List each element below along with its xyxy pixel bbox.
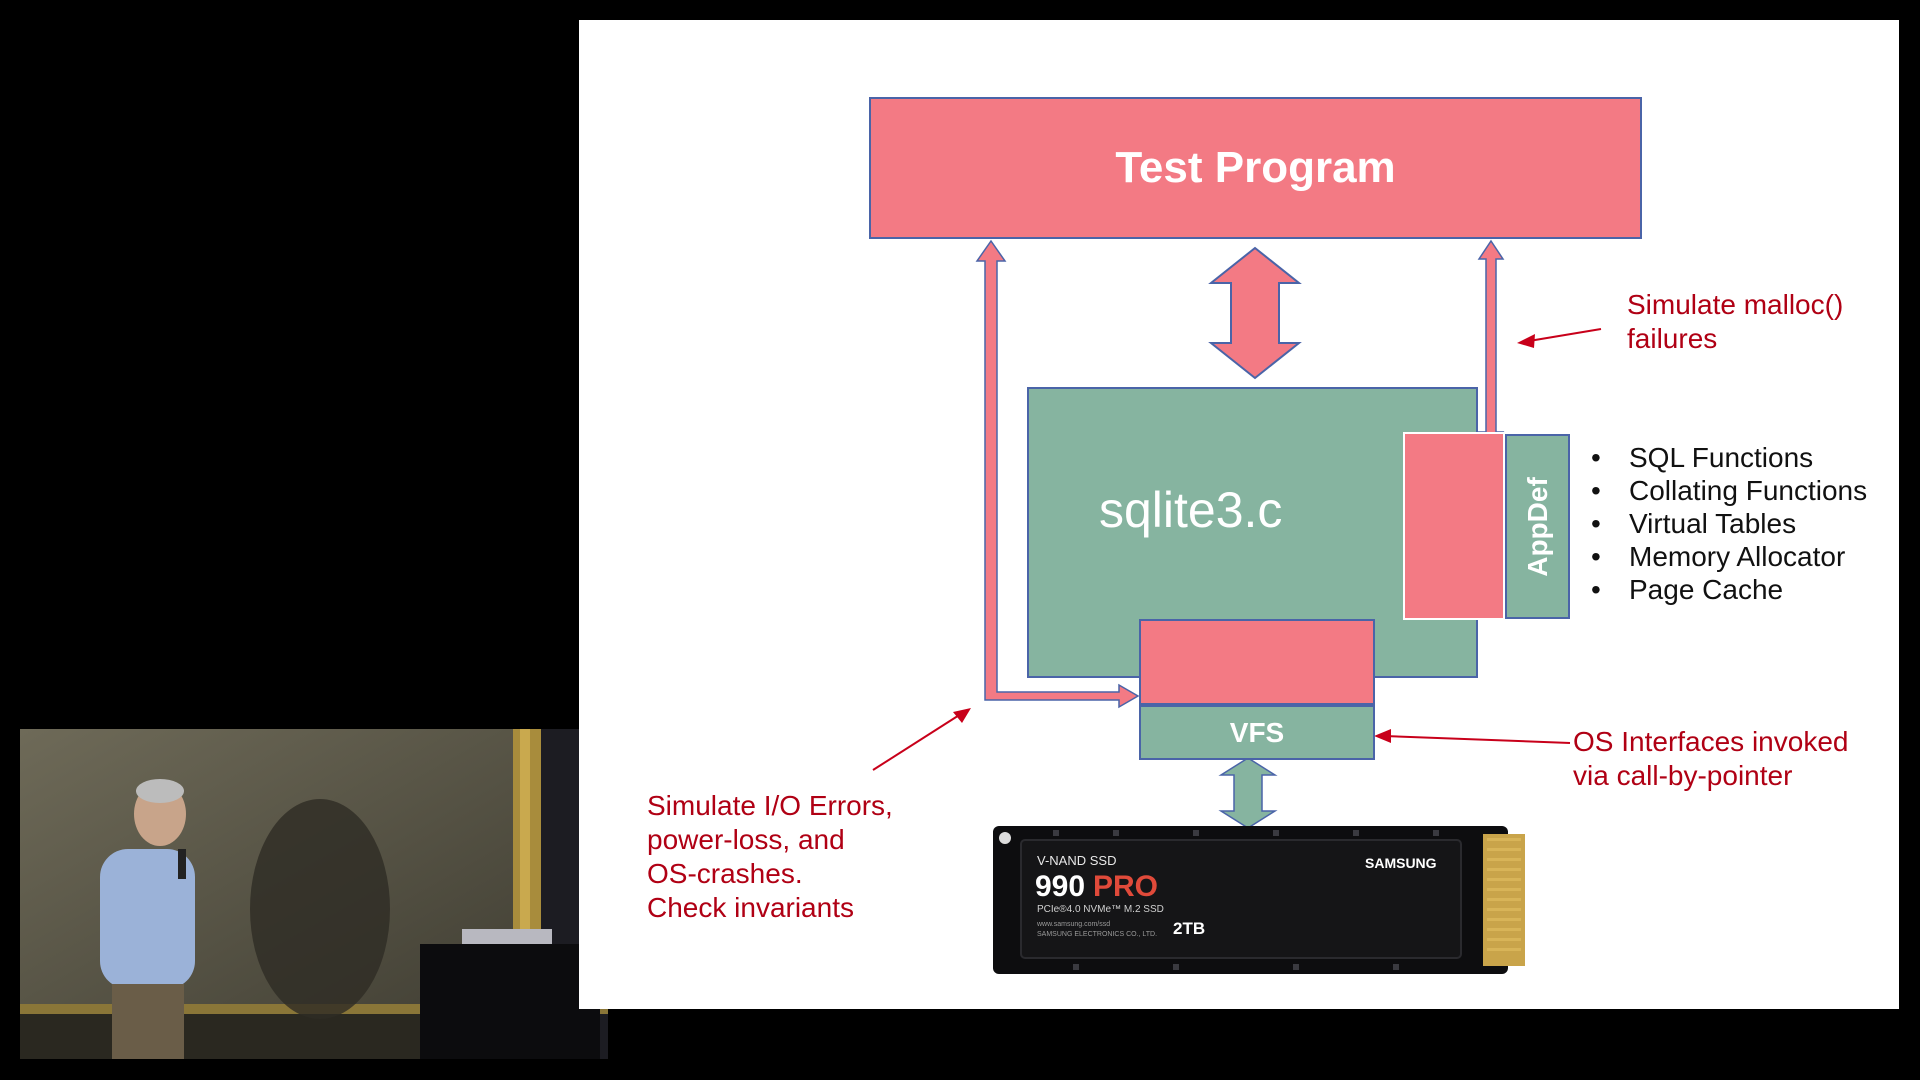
diagram-arrows: [872, 239, 1602, 829]
ssd-company-label: SAMSUNG ELECTRONICS CO., LTD.: [1037, 931, 1157, 938]
io-note-line: OS-crashes.: [647, 858, 803, 889]
appdef-bullet-list: • SQL Functions • Collating Functions • Vir…: [1591, 441, 1867, 606]
bullet-dot: •: [1591, 442, 1601, 473]
io-errors-note: Simulate I/O Errors, power-loss, and OS-…: [647, 789, 893, 925]
malloc-note: Simulate malloc() failures: [1627, 288, 1843, 356]
test-program-label: Test Program: [1115, 143, 1396, 192]
bullet-dot: •: [1591, 475, 1601, 506]
bullet-item: • Virtual Tables: [1591, 507, 1867, 540]
bullet-text: SQL Functions: [1629, 442, 1814, 473]
appdef-box: AppDef: [1505, 434, 1570, 619]
bullet-item: • Page Cache: [1591, 573, 1867, 606]
io-note-line: Simulate I/O Errors,: [647, 790, 893, 821]
ssd-image: V-NAND SSD 990 PRO PCIe®4.0 NVMe™ M.2 SS…: [993, 826, 1525, 974]
os-note-line: via call-by-pointer: [1573, 760, 1793, 791]
bullet-text: Collating Functions: [1629, 475, 1868, 506]
ssd-vnand-label: V-NAND SSD: [1037, 853, 1116, 868]
ssd-brand-label: SAMSUNG: [1365, 855, 1437, 871]
bullet-text: Page Cache: [1629, 574, 1784, 605]
bullet-dot: •: [1591, 508, 1601, 539]
sqlite-label: sqlite3.c: [1099, 482, 1283, 538]
ssd-url-label: www.samsung.com/ssd: [1036, 921, 1110, 928]
ssd-model-label: 990: [1035, 870, 1085, 903]
malloc-note-line: failures: [1627, 323, 1718, 354]
io-note-line: power-loss, and: [647, 824, 845, 855]
ssd-model-suffix: PRO: [1093, 870, 1158, 903]
bullet-item: • Memory Allocator: [1591, 540, 1867, 573]
bullet-text: Memory Allocator: [1629, 541, 1846, 572]
os-note-line: OS Interfaces invoked: [1573, 726, 1849, 757]
bullet-item: • SQL Functions: [1591, 441, 1867, 474]
bullet-text: Virtual Tables: [1629, 508, 1797, 539]
ssd-capacity-label: 2TB: [1173, 919, 1205, 938]
vfs-pink-box: [1139, 619, 1375, 705]
io-note-line: Check invariants: [647, 892, 854, 923]
test-program-box: Test Program: [869, 97, 1642, 239]
speaker-video-image: [20, 729, 608, 1059]
slide: Test Program sqlite3.c AppDef VFS Simula…: [579, 20, 1899, 1009]
bullet-dot: •: [1591, 574, 1601, 605]
appdef-pink-box: [1403, 432, 1505, 620]
vfs-label: VFS: [1229, 716, 1285, 748]
ssd-interface-label: PCIe®4.0 NVMe™ M.2 SSD: [1037, 904, 1164, 915]
bullet-item: • Collating Functions: [1591, 474, 1867, 507]
l-arrow-vfs-to-test: [975, 239, 1140, 709]
double-arrow-test-sqlite: [1208, 246, 1302, 380]
os-interfaces-note: OS Interfaces invoked via call-by-pointe…: [1573, 725, 1848, 793]
speaker-video-panel: [20, 729, 608, 1059]
appdef-label: AppDef: [1521, 476, 1553, 577]
double-arrow-vfs-ssd: [1218, 757, 1278, 829]
double-arrow-malloc: [1477, 239, 1505, 453]
vfs-box: VFS: [1139, 705, 1375, 760]
bullet-dot: •: [1591, 541, 1601, 572]
malloc-note-line: Simulate malloc(): [1627, 289, 1844, 320]
